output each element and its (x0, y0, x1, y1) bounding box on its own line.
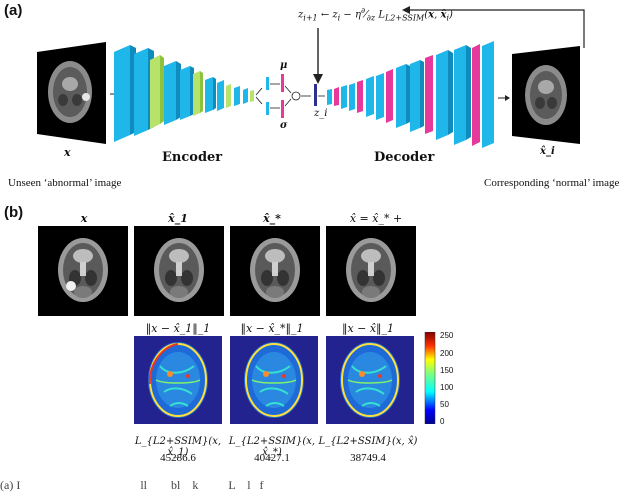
col4-diff-label: ‖x − x̂‖_1 (341, 322, 395, 335)
col2-diff-label: ‖x − x̂_1‖_1 (145, 322, 211, 335)
heatmap-equalized (325, 336, 415, 425)
sampling-op (291, 91, 301, 101)
colorbar-tick-100: 100 (440, 383, 454, 392)
mri-recon-1 (134, 226, 224, 316)
panel-b-label: (b) (4, 204, 24, 221)
heatmap-star (229, 336, 319, 425)
decoder-blocks (327, 41, 494, 148)
mri-original (38, 226, 128, 316)
mri-recon-star (230, 226, 320, 316)
col2-loss-value: 45286.6 (160, 452, 196, 464)
col3-diff-label: ‖x − x̂_*‖_1 (240, 322, 304, 335)
mri-recon-equalized (326, 226, 416, 316)
encoder-label: Encoder (162, 150, 223, 165)
decoder-label: Decoder (374, 150, 435, 165)
mri-lesion (66, 281, 76, 291)
feedback-arrow-head (402, 6, 410, 14)
colorbar-tick-50: 50 (440, 400, 449, 409)
update-formula: zi+1 ← zi − η∂⁄∂z LL2+SSIM(x, x̂i) (298, 6, 453, 23)
col4-loss-label: L_{L2+SSIM}(x, x̂) (318, 436, 418, 447)
colorbar-tick-200: 200 (440, 349, 454, 358)
feedback-arrow-line (410, 9, 585, 48)
colorbar-tick-150: 150 (440, 366, 454, 375)
col3-loss-label: L_{L2+SSIM}(x, x̂_*) (228, 436, 316, 458)
col3-header: x̂_* (263, 212, 281, 225)
caption-fragment: (a) I ll bl k L l f (0, 478, 264, 492)
heatmap-1 (134, 336, 223, 425)
col2-loss-label: L_{L2+SSIM}(x, x̂_1) (134, 436, 222, 458)
col4-loss-value: 38749.4 (350, 452, 386, 464)
output-symbol: x̂_i (540, 146, 555, 157)
heatmap-row (134, 336, 415, 425)
sigma-vector (266, 102, 269, 115)
mu-symbol: μ (280, 60, 288, 71)
colorbar-tick-0: 0 (440, 417, 445, 426)
latent-symbol: z_i (314, 108, 328, 119)
input-symbol: x (64, 146, 71, 159)
input-lesion (82, 93, 90, 101)
sigma-symbol: σ (280, 120, 288, 131)
encoder-blocks (114, 45, 254, 142)
colorbar (424, 332, 436, 424)
mri-row (38, 226, 416, 316)
mu-vector (266, 77, 269, 90)
col2-header: x̂_1 (168, 212, 188, 225)
colorbar-tick-250: 250 (440, 331, 454, 340)
latent-z (314, 84, 317, 106)
output-caption: Corresponding ‘normal’ image (484, 177, 620, 189)
input-caption: Unseen ‘abnormal’ image (8, 177, 122, 189)
update-arrow-head (313, 74, 323, 84)
architecture-diagram (37, 6, 585, 148)
panel-a-label: (a) (4, 2, 23, 19)
col3-loss-value: 40427.1 (254, 452, 290, 464)
col1-header: x (80, 212, 88, 225)
